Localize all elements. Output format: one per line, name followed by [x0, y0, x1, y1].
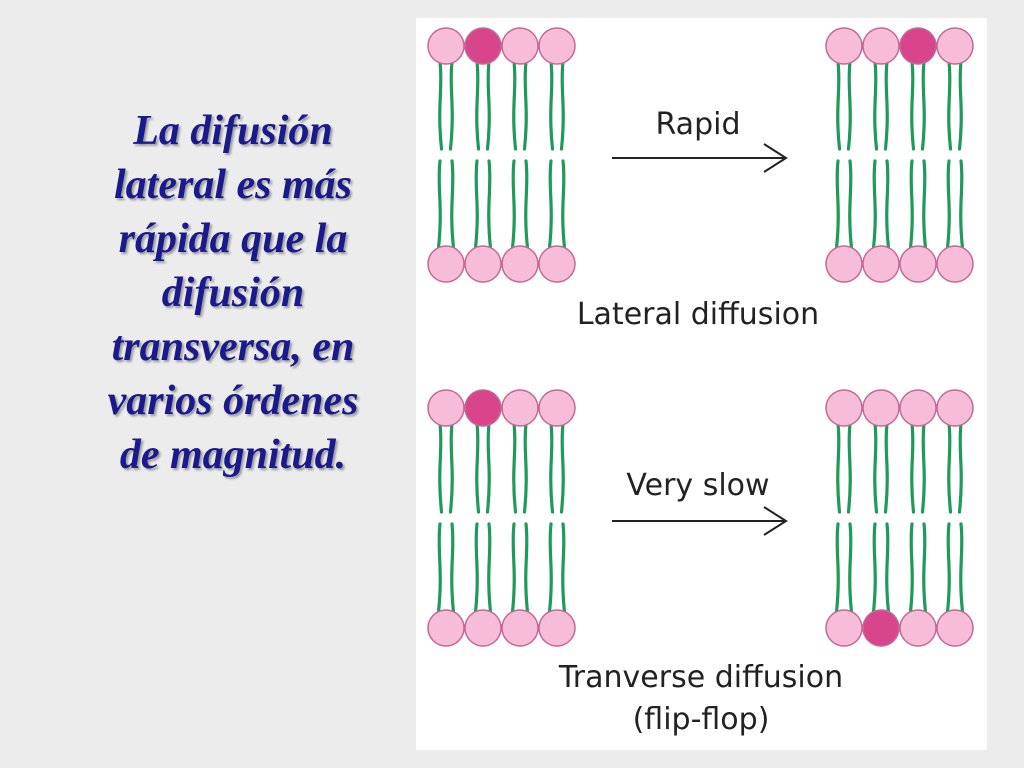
lipid-head-bottom: [427, 245, 465, 283]
lipid-head-bottom: [427, 609, 465, 647]
lipid-head-top: [862, 389, 900, 427]
bilayer-lateral-before: [427, 27, 576, 283]
transverse-caption-sub: (flip-flop): [633, 702, 770, 737]
bilayer-lateral-after: [825, 27, 974, 283]
lipid-head-bottom: [825, 609, 863, 647]
lateral-arrow: [612, 143, 788, 173]
lipid-head-top: [936, 389, 974, 427]
lipid-head-top: [936, 27, 974, 65]
lipid-head-top: [464, 389, 502, 427]
text-line-2: lateral es más: [114, 162, 352, 208]
lipid-head-top: [899, 389, 937, 427]
text-line-3: rápida que la: [118, 216, 348, 262]
lipid-head-bottom: [899, 609, 937, 647]
slide-text: La difusión lateral es más rápida que la…: [48, 104, 418, 482]
text-line-1: La difusión: [133, 108, 333, 154]
lipid-head-top: [501, 389, 539, 427]
bilayer-transverse-before: [427, 389, 576, 647]
diffusion-diagram: Rapid Lateral diffusion Very slow Tranve…: [427, 27, 974, 737]
lipid-head-bottom: [501, 245, 539, 283]
lipid-head-bottom: [538, 609, 576, 647]
lipid-head-bottom: [825, 245, 863, 283]
lipid-head-bottom: [936, 245, 974, 283]
lipid-head-top: [899, 27, 937, 65]
lipid-head-top: [862, 27, 900, 65]
text-line-6: varios órdenes: [107, 378, 359, 424]
transverse-arrow: [612, 506, 788, 536]
lipid-head-top: [464, 27, 502, 65]
transverse-arrow-label: Very slow: [626, 468, 769, 503]
lipid-head-top: [825, 27, 863, 65]
lipid-head-top: [538, 389, 576, 427]
lipid-head-bottom: [936, 609, 974, 647]
lateral-arrow-label: Rapid: [656, 107, 741, 142]
lipid-head-top: [427, 389, 465, 427]
text-line-7: de magnitud.: [119, 432, 347, 478]
lipid-head-top: [427, 27, 465, 65]
text-line-4: difusión: [161, 270, 305, 316]
transverse-caption: Tranverse diffusion: [558, 660, 843, 695]
lipid-head-bottom: [464, 245, 502, 283]
lipid-head-top: [538, 27, 576, 65]
lipid-head-bottom: [464, 609, 502, 647]
lipid-head-bottom: [899, 245, 937, 283]
lipid-head-top: [825, 389, 863, 427]
lipid-head-bottom: [501, 609, 539, 647]
lateral-caption: Lateral diffusion: [577, 297, 819, 332]
lipid-head-top: [501, 27, 539, 65]
bilayer-transverse-after: [825, 389, 974, 647]
lipid-head-bottom: [862, 609, 900, 647]
lipid-head-bottom: [862, 245, 900, 283]
lipid-head-bottom: [538, 245, 576, 283]
diffusion-figure: Rapid Lateral diffusion Very slow Tranve…: [416, 18, 987, 750]
text-line-5: transversa, en: [111, 324, 355, 370]
